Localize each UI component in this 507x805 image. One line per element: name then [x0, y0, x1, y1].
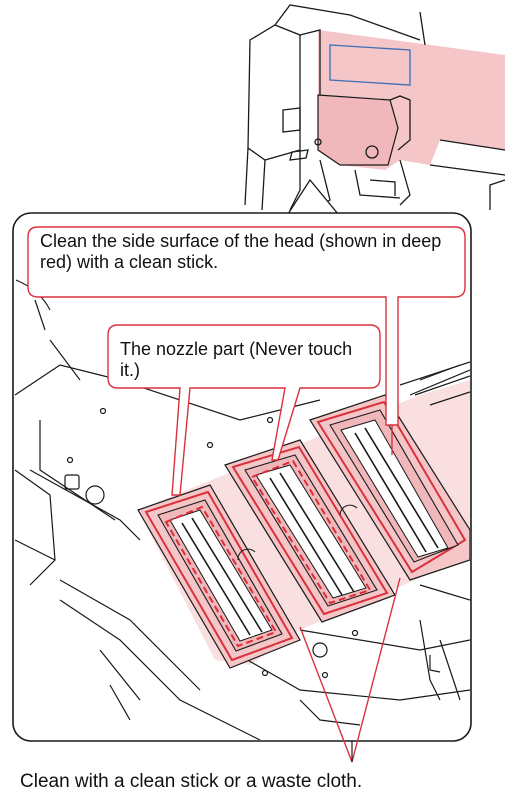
bottom-caption: Clean with a clean stick or a waste clot…: [20, 771, 500, 792]
zoom-connector: [288, 180, 338, 214]
head-block-front: [318, 95, 398, 165]
carriage-illustration: [245, 5, 505, 214]
callout-nozzle-text: The nozzle part (Never touch it.): [120, 339, 370, 381]
callout-side-surface-text: Clean the side surface of the head (show…: [40, 231, 470, 273]
